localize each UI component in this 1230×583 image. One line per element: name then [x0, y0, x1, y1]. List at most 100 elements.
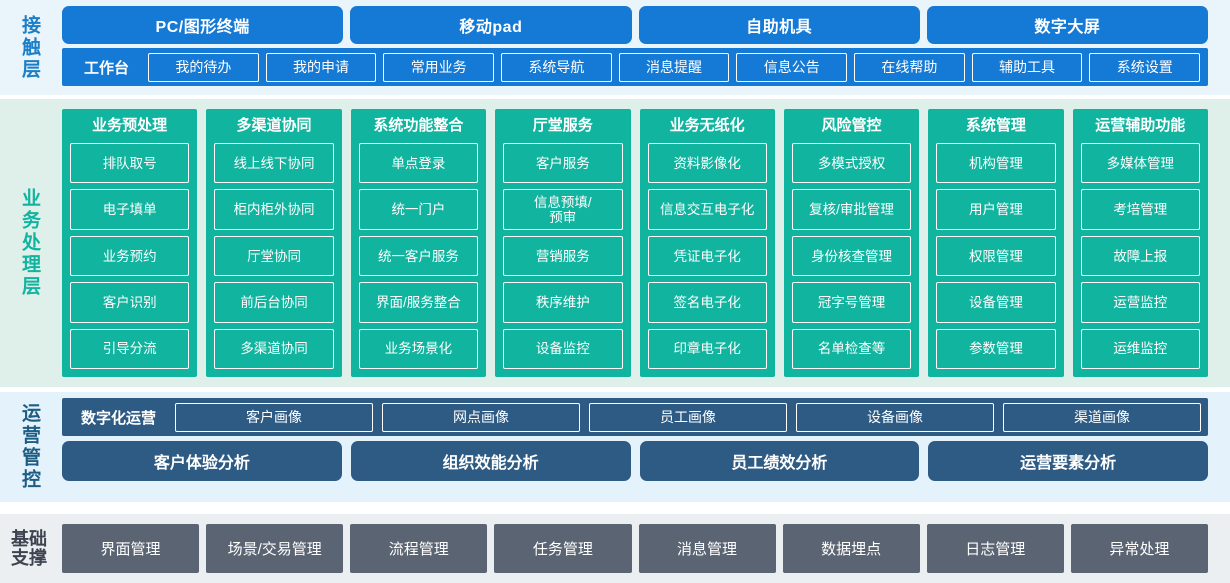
biz-cell[interactable]: 运维监控 [1080, 328, 1200, 370]
workbench-item-online-help[interactable]: 在线帮助 [854, 52, 965, 82]
workbench-item-message-alert[interactable]: 消息提醒 [618, 52, 730, 82]
workbench-row: 工作台 我的待办 我的申请 常用业务 系统导航 消息提醒 信息公告 在线帮助 辅… [62, 48, 1208, 86]
biz-cell[interactable]: 设备监控 [503, 328, 623, 370]
biz-cell[interactable]: 资料影像化 [647, 143, 767, 184]
contact-layer-body: PC/图形终端 移动pad 自助机具 数字大屏 工作台 我的待办 我的申请 常用… [58, 0, 1230, 95]
analysis-organization-efficiency[interactable]: 组织效能分析 [350, 441, 631, 481]
biz-cell[interactable]: 考培管理 [1080, 189, 1200, 230]
biz-cell[interactable]: 柜内柜外协同 [214, 189, 334, 230]
business-column-paperless: 业务无纸化 资料影像化 信息交互电子化 凭证电子化 签名电子化 印章电子化 [639, 109, 775, 377]
biz-cell[interactable]: 统一门户 [358, 189, 479, 230]
business-column-system-management: 系统管理 机构管理 用户管理 权限管理 设备管理 参数管理 [928, 109, 1064, 377]
biz-cell[interactable]: 冠字号管理 [791, 282, 912, 323]
foundation-item-exception-handling[interactable]: 异常处理 [1070, 524, 1208, 573]
biz-cell[interactable]: 客户识别 [70, 282, 190, 323]
business-processing-layer: 业务处理层 业务预处理 排队取号 电子填单 业务预约 客户识别 引导分流 多渠道… [0, 99, 1230, 387]
biz-cell[interactable]: 客户服务 [503, 143, 623, 184]
biz-cell[interactable]: 信息交互电子化 [647, 189, 767, 230]
biz-cell[interactable]: 多渠道协同 [214, 328, 334, 370]
foundation-item-task-management[interactable]: 任务管理 [494, 524, 632, 573]
biz-cell[interactable]: 多模式授权 [791, 143, 912, 184]
contact-layer: 接触层 PC/图形终端 移动pad 自助机具 数字大屏 工作台 我的待办 我的申… [0, 0, 1230, 95]
biz-cell[interactable]: 签名电子化 [647, 282, 767, 323]
channel-row: PC/图形终端 移动pad 自助机具 数字大屏 [62, 6, 1208, 44]
column-title: 多渠道协同 [236, 117, 312, 134]
portrait-item-channel[interactable]: 渠道画像 [1003, 402, 1202, 432]
foundation-layer-body: 界面管理 场景/交易管理 流程管理 任务管理 消息管理 数据埋点 日志管理 异常… [58, 514, 1230, 583]
foundation-label-line2: 支撑 [11, 547, 47, 568]
biz-cell[interactable]: 印章电子化 [647, 328, 767, 370]
foundation-item-log-management[interactable]: 日志管理 [926, 524, 1064, 573]
biz-cell[interactable]: 秩序维护 [503, 282, 623, 323]
column-title: 系统功能整合 [373, 117, 464, 134]
biz-cell[interactable]: 运营监控 [1080, 282, 1200, 323]
channel-self-service[interactable]: 自助机具 [638, 6, 920, 44]
business-layer-body: 业务预处理 排队取号 电子填单 业务预约 客户识别 引导分流 多渠道协同 线上线… [58, 99, 1230, 387]
operations-management-layer: 运营管控 数字化运营 客户画像 网点画像 员工画像 设备画像 渠道画像 客户体验… [0, 392, 1230, 502]
biz-cell[interactable]: 统一客户服务 [358, 235, 479, 277]
biz-cell[interactable]: 机构管理 [936, 143, 1056, 184]
business-column-operation-support: 运营辅助功能 多媒体管理 考培管理 故障上报 运营监控 运维监控 [1072, 109, 1208, 377]
biz-cell[interactable]: 排队取号 [70, 143, 190, 184]
biz-cell[interactable]: 线上线下协同 [214, 143, 334, 184]
biz-cell[interactable]: 营销服务 [503, 235, 623, 277]
operations-layer-label: 运营管控 [18, 403, 40, 491]
biz-cell[interactable]: 业务预约 [70, 235, 190, 277]
biz-cell[interactable]: 复核/审批管理 [791, 189, 912, 230]
workbench-item-aux-tools[interactable]: 辅助工具 [971, 52, 1083, 82]
biz-cell[interactable]: 单点登录 [358, 143, 479, 184]
workbench-title: 工作台 [84, 59, 130, 77]
biz-cell[interactable]: 多媒体管理 [1080, 143, 1200, 184]
workbench-item-application[interactable]: 我的申请 [265, 52, 377, 82]
column-title: 系统管理 [965, 117, 1026, 134]
contact-layer-label: 接触层 [18, 14, 40, 81]
analysis-row: 客户体验分析 组织效能分析 员工绩效分析 运营要素分析 [62, 441, 1208, 481]
biz-cell[interactable]: 前后台协同 [214, 282, 334, 323]
biz-cell[interactable]: 业务场景化 [358, 328, 479, 370]
column-title: 运营辅助功能 [1095, 117, 1186, 134]
foundation-support-layer: 基础 支撑 界面管理 场景/交易管理 流程管理 任务管理 消息管理 数据埋点 日… [0, 514, 1230, 583]
foundation-item-message-management[interactable]: 消息管理 [638, 524, 776, 573]
portrait-item-device[interactable]: 设备画像 [796, 402, 995, 432]
biz-cell[interactable]: 引导分流 [70, 328, 190, 370]
channel-digital-screen[interactable]: 数字大屏 [926, 6, 1208, 44]
channel-mobile-pad[interactable]: 移动pad [350, 6, 632, 44]
portrait-item-staff[interactable]: 员工画像 [589, 402, 788, 432]
analysis-operation-elements[interactable]: 运营要素分析 [928, 441, 1208, 481]
biz-cell[interactable]: 权限管理 [936, 235, 1056, 277]
biz-cell[interactable]: 身份核查管理 [791, 235, 912, 277]
foundation-label-line1: 基础 [11, 528, 47, 549]
workbench-item-system-nav[interactable]: 系统导航 [501, 52, 612, 82]
foundation-item-scene-transaction[interactable]: 场景/交易管理 [206, 524, 344, 573]
biz-cell[interactable]: 用户管理 [936, 189, 1056, 230]
workbench-item-announcement[interactable]: 信息公告 [736, 52, 848, 82]
biz-cell[interactable]: 界面/服务整合 [358, 282, 479, 323]
portrait-item-branch[interactable]: 网点画像 [382, 402, 581, 432]
workbench-item-common-business[interactable]: 常用业务 [383, 52, 495, 82]
biz-cell[interactable]: 故障上报 [1080, 235, 1200, 277]
business-column-multichannel: 多渠道协同 线上线下协同 柜内柜外协同 厅堂协同 前后台协同 多渠道协同 [206, 109, 342, 377]
column-title: 业务无纸化 [669, 117, 745, 134]
biz-cell[interactable]: 参数管理 [936, 328, 1056, 370]
business-column-system-integration: 系统功能整合 单点登录 统一门户 统一客户服务 界面/服务整合 业务场景化 [350, 109, 487, 377]
column-title: 业务预处理 [92, 117, 168, 134]
channel-pc[interactable]: PC/图形终端 [62, 6, 344, 44]
business-layer-label: 业务处理层 [18, 188, 40, 298]
foundation-item-data-tracking[interactable]: 数据埋点 [782, 524, 920, 573]
workbench-item-system-settings[interactable]: 系统设置 [1089, 52, 1201, 82]
analysis-customer-experience[interactable]: 客户体验分析 [62, 441, 342, 481]
biz-cell[interactable]: 设备管理 [936, 282, 1056, 323]
digital-operations-title: 数字化运营 [81, 409, 157, 427]
business-column-preprocessing: 业务预处理 排队取号 电子填单 业务预约 客户识别 引导分流 [62, 109, 198, 377]
foundation-item-ui-management[interactable]: 界面管理 [62, 524, 200, 573]
biz-cell[interactable]: 名单检查等 [791, 328, 912, 370]
foundation-item-process-management[interactable]: 流程管理 [350, 524, 488, 573]
biz-cell[interactable]: 厅堂协同 [214, 235, 334, 277]
portrait-item-customer[interactable]: 客户画像 [175, 402, 374, 432]
biz-cell[interactable]: 信息预填/ 预审 [503, 189, 623, 230]
biz-cell[interactable]: 电子填单 [70, 189, 190, 230]
biz-cell[interactable]: 凭证电子化 [647, 235, 767, 277]
analysis-staff-performance[interactable]: 员工绩效分析 [639, 441, 920, 481]
workbench-item-todo[interactable]: 我的待办 [148, 52, 259, 82]
